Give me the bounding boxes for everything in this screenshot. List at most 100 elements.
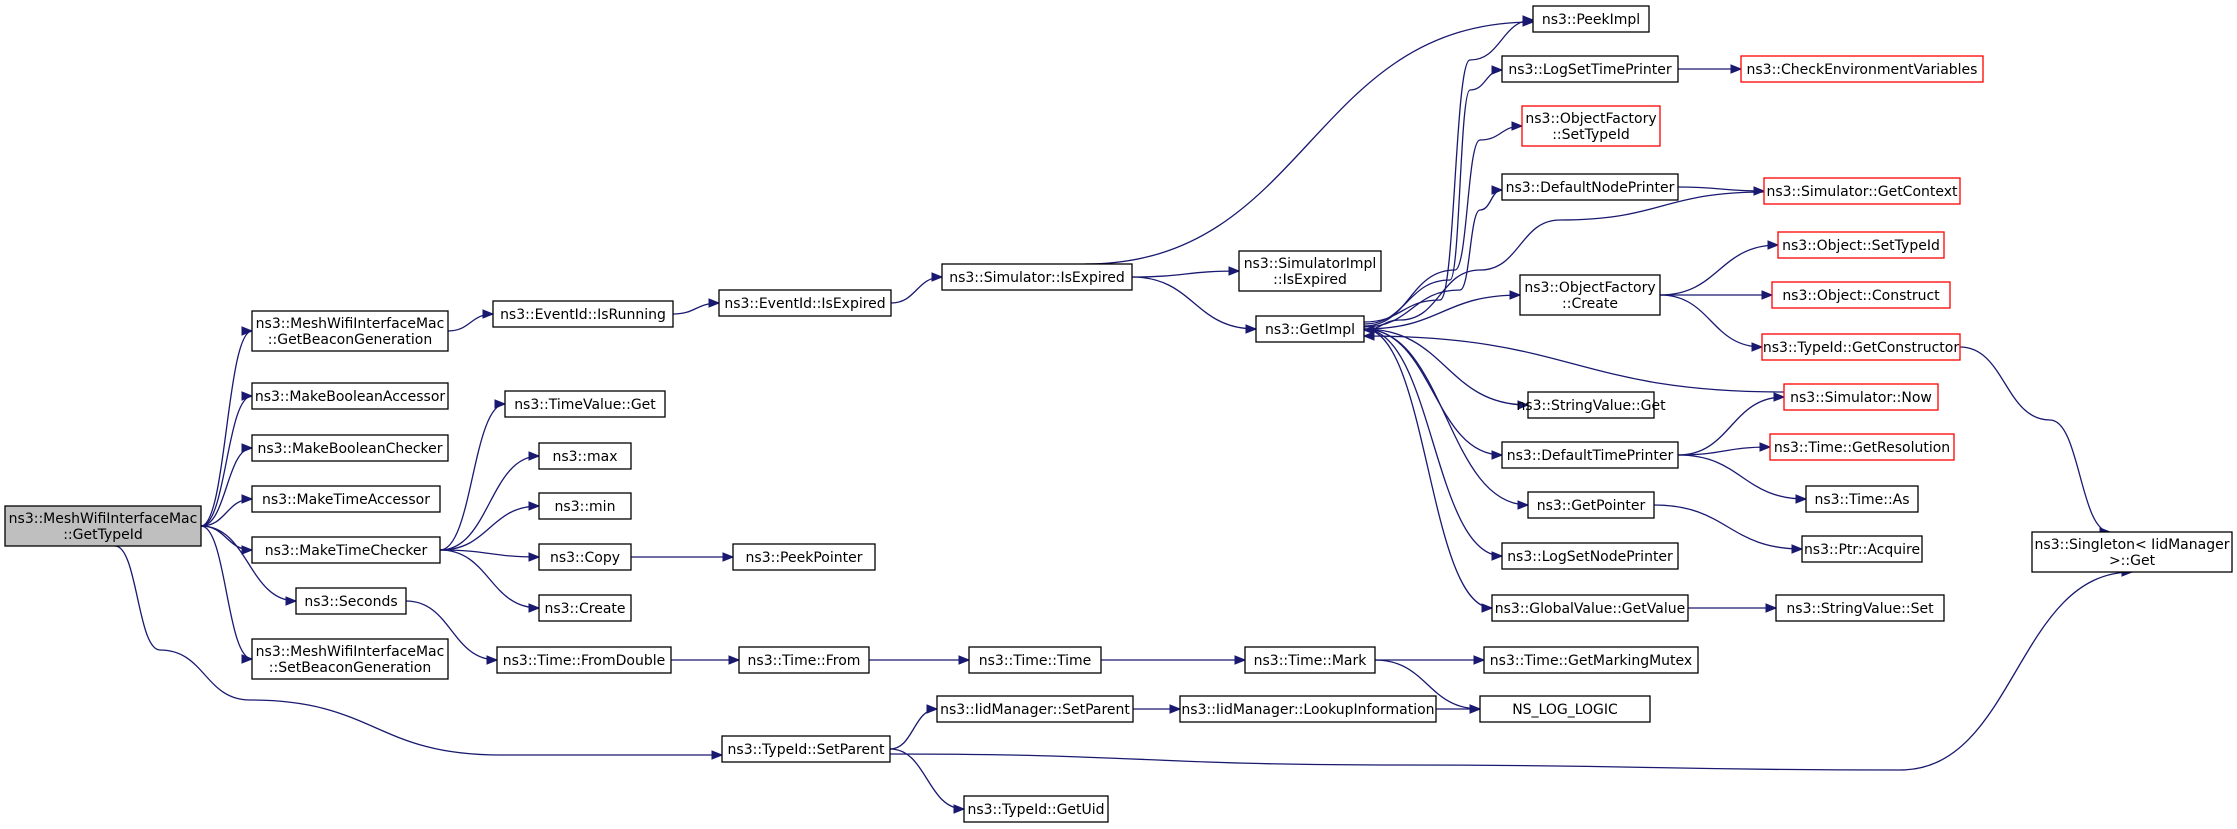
node-eventIsExpired[interactable]: ns3::EventId::IsExpired xyxy=(718,289,892,317)
node-timeValueGet[interactable]: ns3::TimeValue::Get xyxy=(504,390,666,418)
node-box[interactable] xyxy=(504,390,666,418)
node-makeTimeChk[interactable]: ns3::MakeTimeChecker xyxy=(251,536,441,564)
node-logSetTimePrinter[interactable]: ns3::LogSetTimePrinter xyxy=(1501,55,1679,83)
node-box[interactable] xyxy=(1501,173,1679,201)
node-typeIdSetParent[interactable]: ns3::TypeId::SetParent xyxy=(721,735,891,763)
node-simNow[interactable]: ns3::Simulator::Now xyxy=(1783,383,1939,411)
node-box[interactable] xyxy=(1501,542,1679,570)
node-box[interactable] xyxy=(1501,441,1679,469)
node-simIsExpired[interactable]: ns3::Simulator::IsExpired xyxy=(941,263,1133,291)
node-getMarkingMutex[interactable]: ns3::Time::GetMarkingMutex xyxy=(1483,646,1699,674)
node-globalValueGetValue[interactable]: ns3::GlobalValue::GetValue xyxy=(1491,594,1689,622)
node-box[interactable] xyxy=(1255,315,1365,343)
node-box[interactable] xyxy=(963,795,1109,823)
node-box[interactable] xyxy=(538,442,632,470)
node-box[interactable] xyxy=(721,735,891,763)
node-box[interactable] xyxy=(2031,531,2233,573)
node-makeBoolChk[interactable]: ns3::MakeBooleanChecker xyxy=(251,434,449,462)
node-copy[interactable]: ns3::Copy xyxy=(538,543,632,571)
node-box[interactable] xyxy=(1519,274,1661,316)
node-getBeaconGen[interactable]: ns3::MeshWifiInterfaceMac::GetBeaconGene… xyxy=(251,310,449,352)
node-box[interactable] xyxy=(1479,695,1651,723)
node-box[interactable] xyxy=(718,289,892,317)
node-box[interactable] xyxy=(1761,333,1961,361)
node-box[interactable] xyxy=(1238,250,1382,292)
node-box[interactable] xyxy=(538,594,632,622)
node-peekImpl[interactable]: ns3::PeekImpl xyxy=(1532,5,1650,33)
node-box[interactable] xyxy=(1244,646,1376,674)
node-box[interactable] xyxy=(1532,5,1650,33)
node-getImpl[interactable]: ns3::GetImpl xyxy=(1255,315,1365,343)
node-box[interactable] xyxy=(1769,433,1955,461)
node-box[interactable] xyxy=(1527,391,1655,419)
node-typeIdGetConstructor[interactable]: ns3::TypeId::GetConstructor xyxy=(1761,333,1961,361)
node-create[interactable]: ns3::Create xyxy=(538,594,632,622)
node-min[interactable]: ns3::min xyxy=(538,492,632,520)
node-box[interactable] xyxy=(251,382,449,410)
node-box[interactable] xyxy=(941,263,1133,291)
node-timeGetResolution[interactable]: ns3::Time::GetResolution xyxy=(1769,433,1955,461)
node-box[interactable] xyxy=(738,646,870,674)
node-box[interactable] xyxy=(251,638,449,680)
node-box[interactable] xyxy=(732,543,876,571)
node-box[interactable] xyxy=(1771,281,1951,309)
node-timeMark[interactable]: ns3::Time::Mark xyxy=(1244,646,1376,674)
node-box[interactable] xyxy=(968,646,1102,674)
node-max[interactable]: ns3::max xyxy=(538,442,632,470)
node-timeTime[interactable]: ns3::Time::Time xyxy=(968,646,1102,674)
node-box[interactable] xyxy=(538,492,632,520)
node-box[interactable] xyxy=(1801,535,1923,563)
node-defaultNodePrinter[interactable]: ns3::DefaultNodePrinter xyxy=(1501,173,1679,201)
node-box[interactable] xyxy=(1777,231,1945,259)
node-simGetContext[interactable]: ns3::Simulator::GetContext xyxy=(1763,177,1961,205)
node-box[interactable] xyxy=(936,695,1134,723)
node-root[interactable]: ns3::MeshWifiInterfaceMac::GetTypeId xyxy=(4,505,202,547)
node-box[interactable] xyxy=(1521,105,1661,147)
node-makeBoolAcc[interactable]: ns3::MakeBooleanAccessor xyxy=(251,382,449,410)
node-box[interactable] xyxy=(1483,646,1699,674)
node-checkEnvVars[interactable]: ns3::CheckEnvironmentVariables xyxy=(1740,55,1984,83)
node-logSetNodePrinter[interactable]: ns3::LogSetNodePrinter xyxy=(1501,542,1679,570)
node-box[interactable] xyxy=(4,505,202,547)
node-iidSetParent[interactable]: ns3::IidManager::SetParent xyxy=(936,695,1134,723)
node-box[interactable] xyxy=(1179,695,1437,723)
node-typeIdGetUid[interactable]: ns3::TypeId::GetUid xyxy=(963,795,1109,823)
node-box[interactable] xyxy=(496,646,672,674)
node-makeTimeAcc[interactable]: ns3::MakeTimeAccessor xyxy=(251,485,441,513)
node-box[interactable] xyxy=(1775,594,1945,622)
node-seconds[interactable]: ns3::Seconds xyxy=(295,587,407,615)
node-timeFrom[interactable]: ns3::Time::From xyxy=(738,646,870,674)
node-objConstruct[interactable]: ns3::Object::Construct xyxy=(1771,281,1951,309)
node-box[interactable] xyxy=(1501,55,1679,83)
node-box[interactable] xyxy=(1527,491,1655,519)
node-simImplIsExpired[interactable]: ns3::SimulatorImpl::IsExpired xyxy=(1238,250,1382,292)
node-box[interactable] xyxy=(492,300,674,328)
node-peekPointer[interactable]: ns3::PeekPointer xyxy=(732,543,876,571)
node-box[interactable] xyxy=(251,536,441,564)
node-stringValueSet[interactable]: ns3::StringValue::Set xyxy=(1775,594,1945,622)
node-stringValueGet[interactable]: ns3::StringValue::Get xyxy=(1516,391,1666,419)
node-box[interactable] xyxy=(251,434,449,462)
node-setBeaconGen[interactable]: ns3::MeshWifiInterfaceMac::SetBeaconGene… xyxy=(251,638,449,680)
node-iidLookup[interactable]: ns3::IidManager::LookupInformation xyxy=(1179,695,1437,723)
node-box[interactable] xyxy=(251,310,449,352)
node-timeFromDouble[interactable]: ns3::Time::FromDouble xyxy=(496,646,672,674)
node-singletonGet[interactable]: ns3::Singleton< IidManager >::Get xyxy=(2031,531,2233,573)
node-box[interactable] xyxy=(1783,383,1939,411)
node-objFactSetTypeId[interactable]: ns3::ObjectFactory::SetTypeId xyxy=(1521,105,1661,147)
node-objFactCreate[interactable]: ns3::ObjectFactory::Create xyxy=(1519,274,1661,316)
node-nsLogLogic[interactable]: NS_LOG_LOGIC xyxy=(1479,695,1651,723)
node-getPointer[interactable]: ns3::GetPointer xyxy=(1527,491,1655,519)
node-defaultTimePrinter[interactable]: ns3::DefaultTimePrinter xyxy=(1501,441,1679,469)
node-timeAs[interactable]: ns3::Time::As xyxy=(1805,485,1919,513)
node-objSetTypeId[interactable]: ns3::Object::SetTypeId xyxy=(1777,231,1945,259)
node-box[interactable] xyxy=(1491,594,1689,622)
node-box[interactable] xyxy=(1805,485,1919,513)
node-box[interactable] xyxy=(1740,55,1984,83)
node-ptrAcquire[interactable]: ns3::Ptr::Acquire xyxy=(1801,535,1923,563)
node-eventIsRunning[interactable]: ns3::EventId::IsRunning xyxy=(492,300,674,328)
node-box[interactable] xyxy=(1763,177,1961,205)
node-box[interactable] xyxy=(538,543,632,571)
node-box[interactable] xyxy=(251,485,441,513)
node-box[interactable] xyxy=(295,587,407,615)
